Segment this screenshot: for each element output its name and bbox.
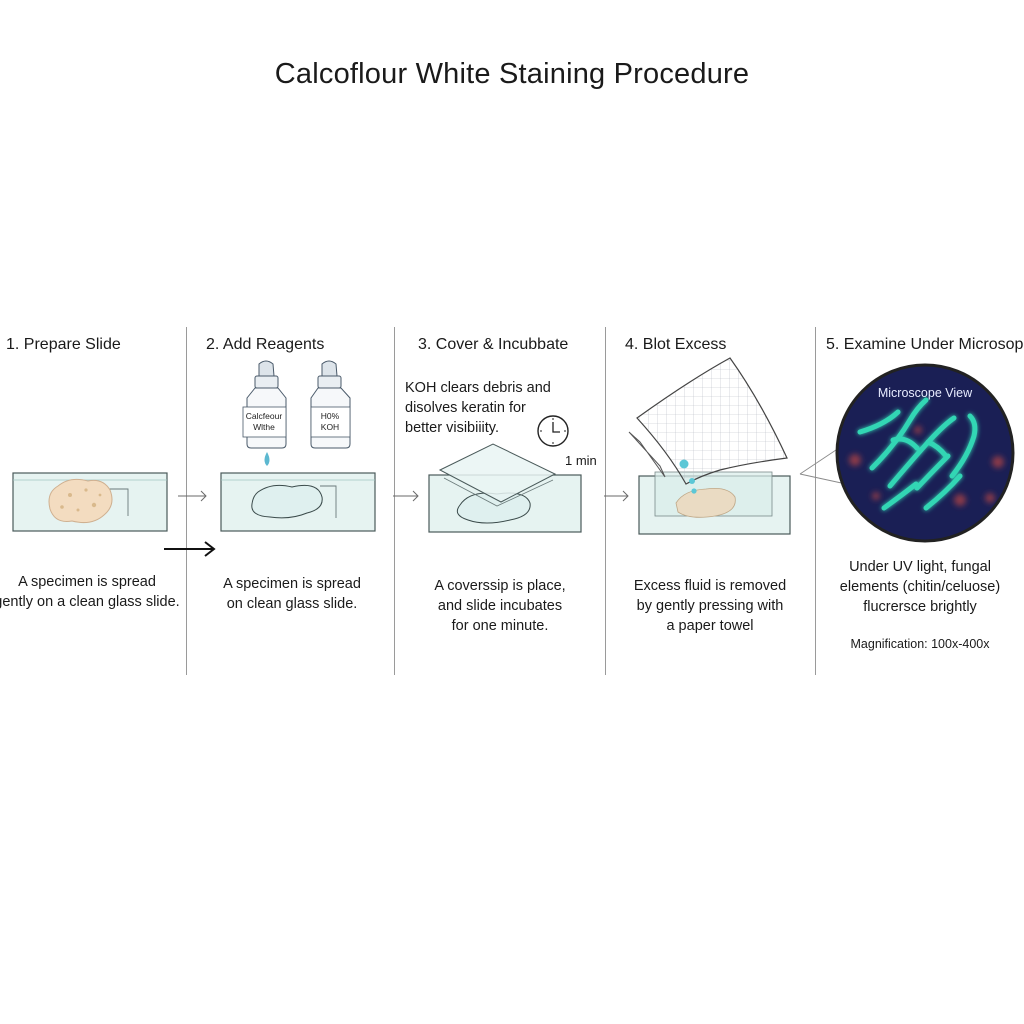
koh-bottle-label-1: H0% — [321, 411, 340, 421]
calcofluor-white-bottle: Calcfeour Wlthe — [242, 360, 287, 449]
step-4-title: 4. Blot Excess — [625, 336, 727, 353]
next-step-arrow-3 — [604, 490, 629, 502]
step-2-desc-line-2: on clean glass slide. — [226, 596, 358, 612]
step-3-desc-line-3: for one minute. — [451, 618, 549, 634]
koh-note-line-1: KOH clears debris and — [405, 380, 551, 396]
step-2-description: A specimen is spread on clean glass slid… — [192, 574, 392, 614]
specimen-smear — [48, 478, 113, 523]
step-3-desc-line-1: A coverssip is place, — [434, 578, 566, 594]
fluorescent-hyphae — [857, 397, 978, 511]
calcofluor-bottle-label-2: Wlthe — [253, 422, 275, 432]
koh-note: KOH clears debris and disolves keratin f… — [405, 378, 551, 438]
step-5-desc-line-1: Under UV light, fungal — [849, 559, 991, 575]
step-1-desc-line-2: gently on a clean glass slide. — [0, 594, 180, 610]
step-1-desc-line-1: A specimen is spread — [18, 574, 156, 590]
step-3-desc-line-2: and slide incubates — [437, 598, 563, 614]
direction-arrow — [164, 541, 216, 557]
column-divider-1 — [186, 327, 187, 675]
timer-clock-icon — [537, 415, 569, 447]
microscope-view-label: Microscope View — [878, 386, 973, 400]
step-4-desc-line-3: a paper towel — [666, 618, 754, 634]
column-divider-3 — [605, 327, 606, 675]
fluorescent-spores — [849, 426, 1004, 506]
page-title: Calcoflour White Staining Procedure — [274, 58, 750, 90]
step-4-desc-line-1: Excess fluid is removed — [633, 578, 787, 594]
glass-slide-4 — [638, 471, 791, 535]
step-4-description: Excess fluid is removed by gently pressi… — [608, 576, 812, 636]
coverslip — [438, 443, 557, 507]
step-3-title: 3. Cover & Incubbate — [418, 336, 569, 353]
step-1-description: A specimen is spread gently on a clean g… — [0, 572, 186, 612]
timer-label: 1 min — [565, 453, 597, 468]
column-divider-2 — [394, 327, 395, 675]
koh-note-line-2: disolves keratin for — [405, 400, 526, 416]
step-1-title: 1. Prepare Slide — [6, 336, 121, 353]
koh-bottle: H0% KOH — [310, 360, 351, 449]
step-5-title: 5. Examine Under Microsope — [826, 336, 1024, 353]
next-step-arrow-2 — [393, 490, 419, 502]
magnification-label: Magnification: 100x-400x — [850, 637, 990, 651]
microscope-view: Microscope View — [835, 363, 1015, 543]
step-4-desc-line-2: by gently pressing with — [636, 598, 784, 614]
step-2-desc-line-1: A specimen is spread — [223, 576, 361, 592]
calcofluor-bottle-label-1: Calcfeour — [246, 411, 283, 421]
step-5-desc-line-2: elements (chitin/celuose) — [839, 579, 1001, 595]
fluid-droplets — [679, 459, 697, 494]
column-divider-4 — [815, 327, 816, 675]
glass-slide-2 — [220, 472, 376, 532]
step-5-description: Under UV light, fungal elements (chitin/… — [820, 557, 1020, 617]
paper-towel — [628, 357, 788, 485]
step-3-description: A coverssip is place, and slide incubate… — [398, 576, 602, 636]
koh-bottle-label-2: KOH — [321, 422, 339, 432]
koh-note-line-3: better visibiiity. — [405, 420, 500, 436]
step-5-desc-line-3: flucrersce brightly — [863, 599, 977, 615]
next-step-arrow-1 — [178, 490, 207, 502]
step-2-title: 2. Add Reagents — [206, 336, 325, 353]
callout-pointer — [799, 445, 847, 485]
